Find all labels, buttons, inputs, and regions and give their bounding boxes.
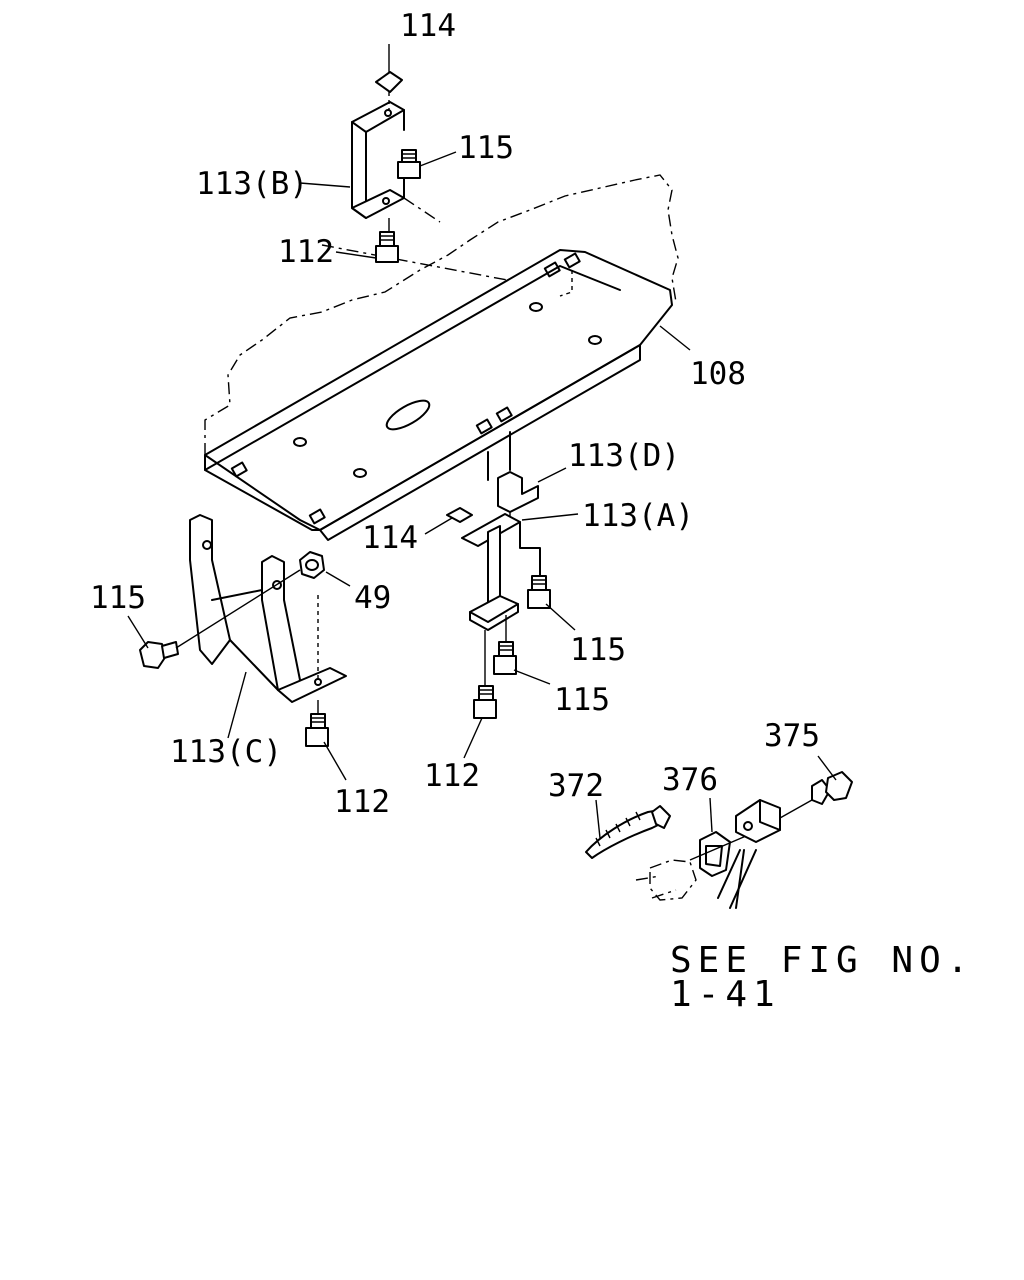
label-108: 108	[690, 356, 746, 392]
bracket-113c-assembly	[139, 514, 347, 747]
label-113d: 113(D)	[568, 438, 680, 474]
leader-lines	[127, 44, 837, 839]
label-372: 372	[548, 768, 604, 804]
label-115-left: 115	[90, 580, 146, 616]
label-114-top: 114	[400, 8, 456, 44]
label-115-top: 115	[458, 130, 514, 166]
bracket-113b-assembly	[351, 71, 441, 263]
label-112-bottom-center: 112	[424, 758, 480, 794]
label-112-top: 112	[278, 234, 334, 270]
label-115-right2: 115	[554, 682, 610, 718]
label-113c: 113(C)	[170, 734, 282, 770]
label-114-mid: 114	[362, 520, 418, 556]
label-113b: 113(B)	[196, 166, 308, 202]
label-112-bottom-left: 112	[334, 784, 390, 820]
part-labels: 114 115 113(B) 112 108 113(D) 113(A) 114…	[90, 8, 974, 1015]
label-115-right1: 115	[570, 632, 626, 668]
label-113a: 113(A)	[582, 498, 694, 534]
see-fig-line2: 1-41	[670, 974, 781, 1015]
bracket-113a-d-assembly	[446, 431, 551, 719]
see-fig-line1: SEE FIG NO.	[670, 940, 974, 981]
label-375: 375	[764, 718, 820, 754]
label-376: 376	[662, 762, 718, 798]
clamp-assembly	[585, 771, 853, 909]
skid-plate-108	[204, 249, 673, 541]
label-49: 49	[354, 580, 391, 616]
